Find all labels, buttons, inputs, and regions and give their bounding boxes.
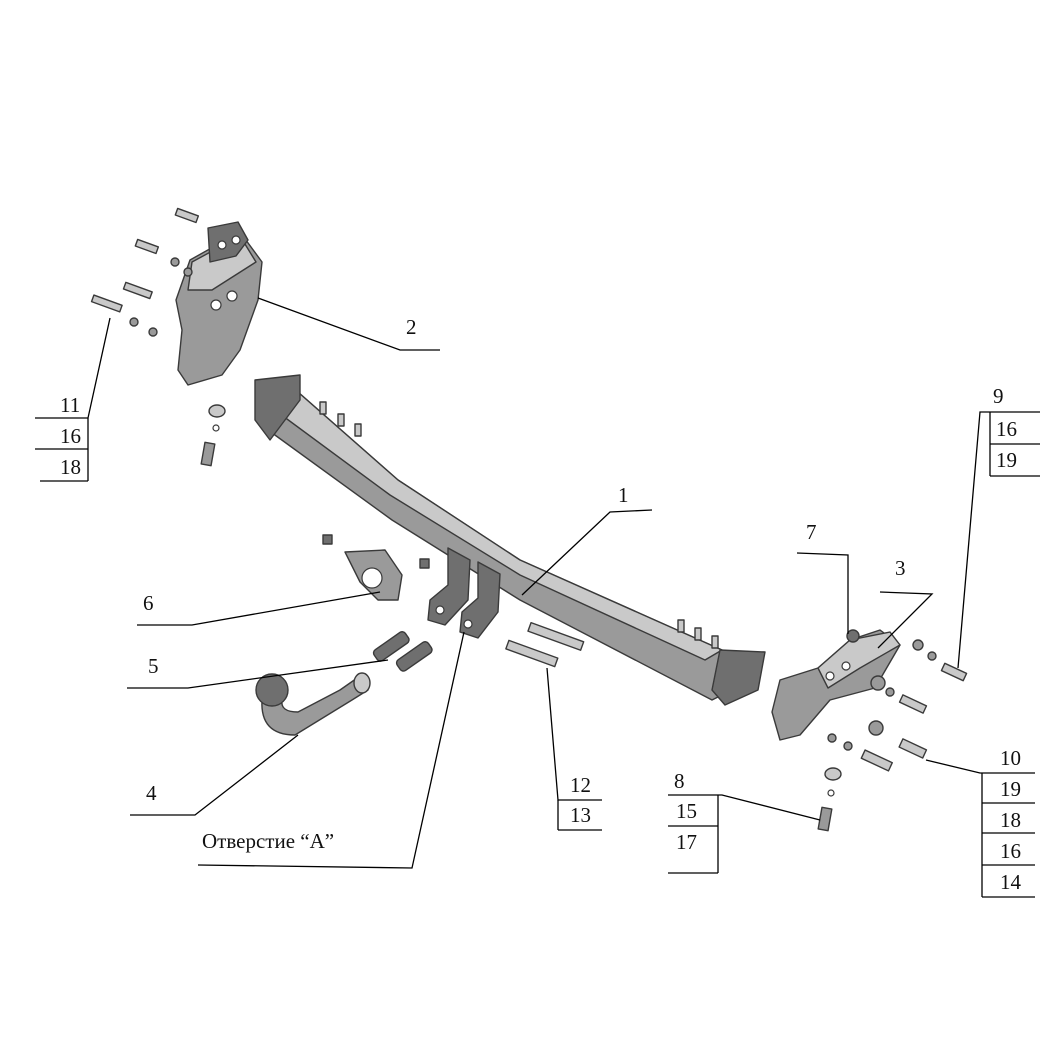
callout-4: 4 [146,781,157,805]
callout-14: 14 [1000,870,1022,894]
callout-17: 17 [676,830,697,854]
callout-13: 13 [570,803,591,827]
left-bolts [90,207,226,467]
callout-18: 18 [1000,808,1021,832]
hole-a-label: Отверстие “А” [202,829,334,853]
callout-5: 5 [148,654,159,678]
pins [505,621,585,668]
callout-6: 6 [143,591,154,615]
callout-16-right: 16 [996,417,1017,441]
callout-18-left: 18 [60,455,81,479]
leader-lines [35,297,1040,898]
callout-12: 12 [570,773,591,797]
right-bolts [817,639,968,832]
callout-10: 10 [1000,746,1021,770]
callout-3: 3 [895,556,906,580]
left-mounting-bracket [175,221,263,386]
callout-9: 9 [993,384,1004,408]
right-mounting-bracket [771,629,901,741]
callout-19-right: 19 [996,448,1017,472]
callout-1: 1 [618,483,629,507]
ball-mount-plates [427,547,501,639]
socket-plate [322,534,430,601]
callout-8: 8 [674,769,685,793]
tow-ball-hitch [255,672,371,736]
callout-7: 7 [806,520,817,544]
callout-11: 11 [60,393,80,417]
callout-16: 16 [1000,839,1021,863]
callout-19: 19 [1000,777,1021,801]
callout-2: 2 [406,315,417,339]
spacers [372,631,433,672]
main-crossbeam [254,374,766,706]
callout-15: 15 [676,799,697,823]
callout-16-left: 16 [60,424,81,448]
